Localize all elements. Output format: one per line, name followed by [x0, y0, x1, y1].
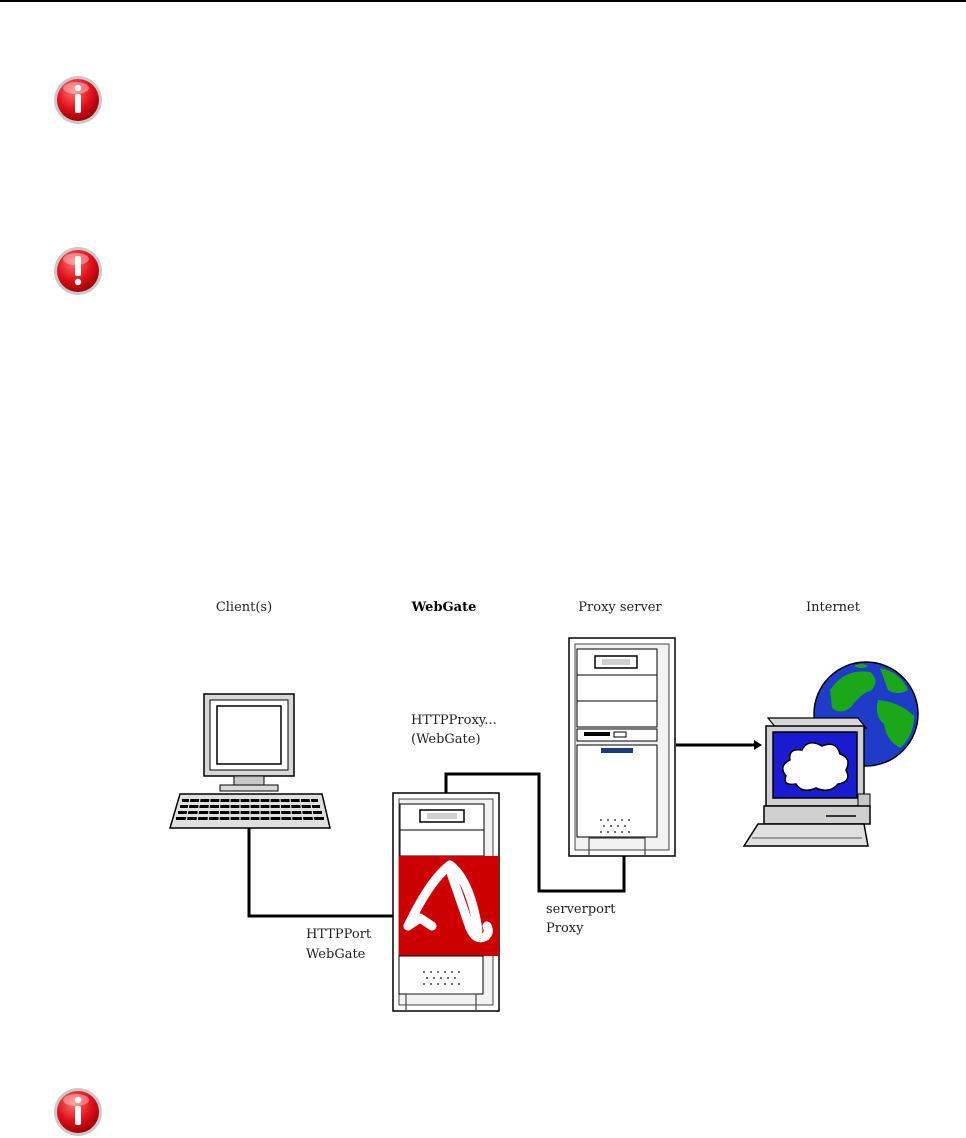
- label-httpport-webgate: WebGate: [306, 947, 366, 962]
- info-icon: [52, 1086, 104, 1138]
- label-webgate: WebGate: [411, 600, 477, 615]
- cable-webgate-proxy-top: [444, 772, 626, 893]
- label-httpport: HTTPPort: [306, 927, 372, 942]
- label-httpproxy: HTTPProxy...: [411, 713, 497, 728]
- label-serverport-proxy: Proxy: [546, 921, 584, 936]
- cloud-icon: [782, 742, 849, 791]
- webgate-server-icon: [392, 792, 500, 1012]
- umbrella-icon: [403, 860, 493, 943]
- page-top-rule: [0, 0, 966, 2]
- label-internet: Internet: [806, 600, 861, 615]
- proxy-server-icon: [568, 637, 676, 857]
- cable-client-webgate: [247, 826, 398, 918]
- label-serverport: serverport: [546, 902, 616, 917]
- internet-icon: [742, 661, 919, 847]
- label-proxy-server: Proxy server: [578, 600, 662, 615]
- label-httpproxy-webgate: (WebGate): [411, 732, 481, 747]
- info-icon: [52, 74, 104, 126]
- label-clients: Client(s): [216, 600, 272, 615]
- arrow-head: [754, 740, 762, 750]
- internet-computer-icon: [742, 717, 871, 847]
- warning-icon: [52, 245, 104, 297]
- cables: [247, 743, 754, 918]
- client-computer-icon: [168, 693, 331, 829]
